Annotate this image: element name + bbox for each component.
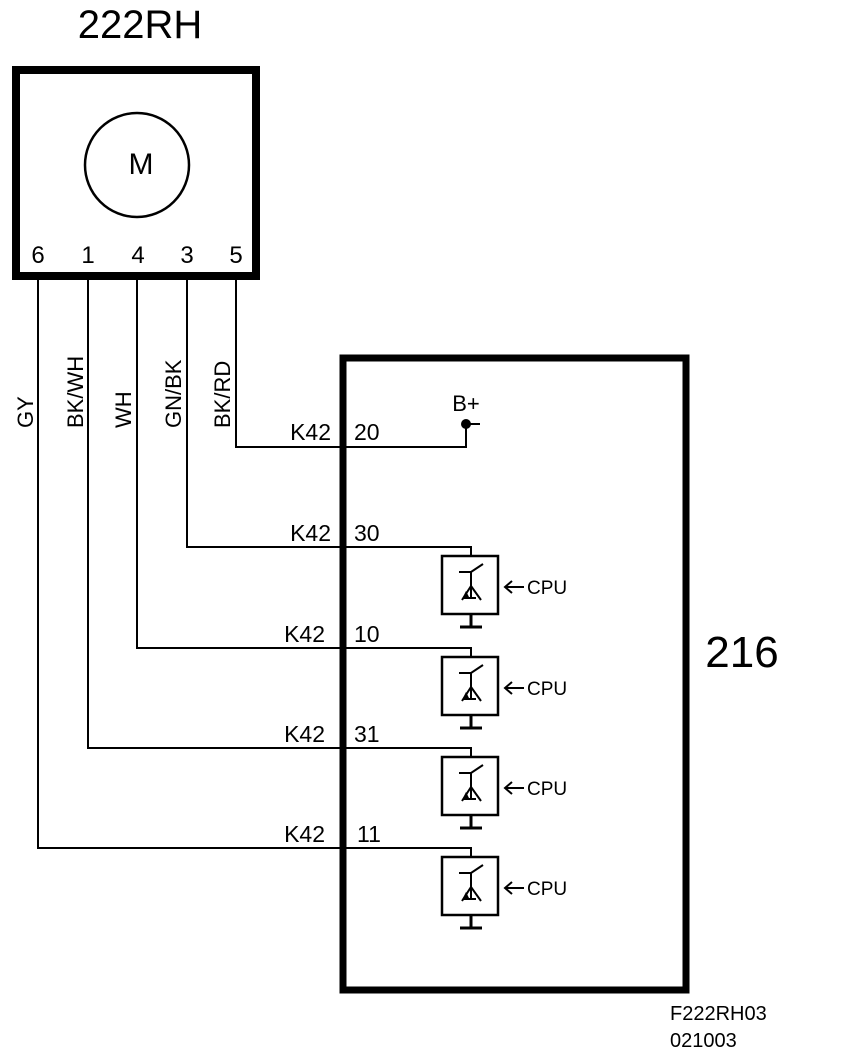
wire-gy [37,278,472,857]
wire-color-gn-bk: GN/BK [161,359,186,428]
driver-input-label: CPU [527,578,567,599]
motor-box [12,66,260,280]
terminal-label-10: 10 [354,621,380,647]
connector-label-10: K42 [284,621,325,647]
connector-label-30: K42 [290,520,331,546]
motor-pin-4: 4 [131,242,144,269]
module-box [339,354,690,994]
driver-2: CPU [440,655,567,730]
terminal-label-30: 30 [354,520,380,546]
terminal-label-31: 31 [354,721,380,747]
driver-input-label: CPU [527,879,567,900]
wire-color-wh: WH [111,391,136,428]
wire-color-bk-wh: BK/WH [63,356,88,428]
driver-input-label: CPU [527,679,567,700]
driver-input-label: CPU [527,779,567,800]
terminal-label-20: 20 [354,419,380,445]
motor-pin-5: 5 [229,242,242,269]
date-code: 021003 [670,1030,737,1052]
driver-1: CPU [440,554,567,629]
module-id-label: 216 [705,628,778,677]
connector-label-11: K42 [284,821,325,847]
connector-label-31: K42 [284,721,325,747]
motor-pin-6: 6 [31,242,44,269]
motor-symbol-circle [83,111,191,219]
supply-label: B+ [452,391,480,416]
motor-pin-1: 1 [81,242,94,269]
figure-id: F222RH03 [670,1003,767,1025]
wire-color-gy: GY [13,396,38,428]
driver-3: CPU [440,755,567,830]
terminal-label-11: 11 [357,821,381,847]
supply-node [461,419,471,429]
wire-wh [136,278,472,657]
wire-gn-bk [186,278,472,556]
motor-pin-3: 3 [180,242,193,269]
connector-label-20: K42 [290,419,331,445]
wire-bk-wh [87,278,472,757]
wire-bk-rd [235,278,467,448]
wire-color-bk-rd: BK/RD [210,361,235,428]
driver-4: CPU [440,855,567,930]
motor-id-label: 222RH [78,3,203,47]
motor-symbol-label: M [129,148,154,181]
